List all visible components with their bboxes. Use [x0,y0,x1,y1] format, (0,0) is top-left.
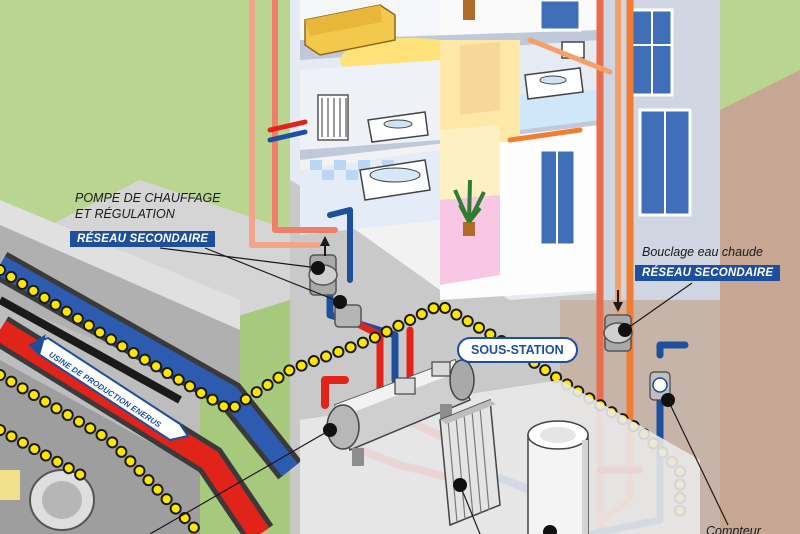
plant-icon [453,0,486,236]
loop-title: Bouclage eau chaude [642,245,763,259]
heat-exchanger-icon [326,359,475,466]
pump-network-badge: RÉSEAU SECONDAIRE [70,231,216,247]
window-icon [538,0,674,247]
sink-icon [367,41,585,143]
sofa-icon [304,4,396,56]
radiator-icon [317,94,349,141]
substation-label: SOUS-STATION [457,337,578,363]
bathtub-icon [359,159,431,201]
plate-exchanger-icon [439,398,501,527]
meter-label: Compteur [706,524,761,534]
door-icon [638,108,692,217]
pump-title-line2: ET RÉGULATION [75,207,175,221]
callout-dots [311,261,675,534]
loop-network-badge: RÉSEAU SECONDAIRE [635,265,781,281]
plant-direction-arrow [28,334,190,442]
pump-title-line1: POMPE DE CHAUFFAGE [75,191,221,205]
meter-icon [649,371,671,401]
leader-lines [149,247,729,534]
storage-tank-icon [527,420,589,534]
